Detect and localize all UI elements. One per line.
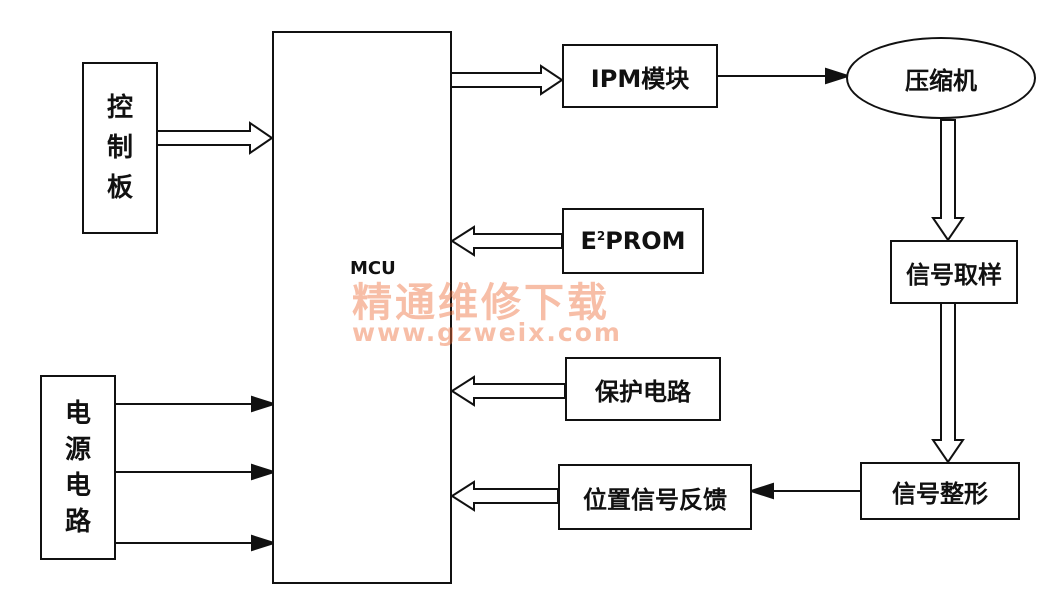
signal-sampling-block: 信号取样 — [890, 240, 1018, 304]
eeprom-label: E2PROM — [580, 227, 685, 255]
arrow-eeprom-to-mcu — [450, 225, 563, 257]
power-circuit-char-3: 电 — [64, 470, 91, 501]
power-circuit-char-4: 路 — [64, 506, 91, 537]
arrow-compressor-to-sampling — [931, 119, 965, 242]
signal-shaping-block: 信号整形 — [860, 462, 1020, 520]
signal-shaping-label: 信号整形 — [892, 479, 988, 508]
watermark-url: www.gzweix.com — [352, 318, 622, 347]
arrow-controlboard-to-mcu — [156, 121, 274, 155]
power-circuit-char-1: 电 — [64, 398, 91, 429]
arrowhead-shaping-to-feedback — [747, 482, 774, 500]
position-feedback-label: 位置信号反馈 — [583, 485, 727, 514]
arrowhead-power-to-mcu-3 — [251, 534, 278, 552]
control-board-char-2: 制 — [106, 133, 133, 163]
arrow-mcu-to-ipm — [449, 64, 564, 96]
arrow-sampling-to-shaping — [931, 302, 965, 464]
power-circuit-block: 电 源 电 路 — [40, 375, 116, 560]
mcu-block — [272, 31, 452, 584]
protection-circuit-block: 保护电路 — [565, 357, 721, 421]
ipm-module-label: IPM模块 — [590, 64, 690, 93]
control-board-block: 控 制 板 — [82, 62, 158, 234]
arrowhead-ipm-to-compressor — [825, 67, 852, 85]
arrowhead-power-to-mcu-1 — [251, 395, 278, 413]
mcu-label: MCU — [350, 258, 396, 279]
arrowhead-power-to-mcu-2 — [251, 463, 278, 481]
compressor-block: 压缩机 — [846, 37, 1036, 119]
eeprom-label-rest: PROM — [605, 227, 686, 255]
arrow-feedback-to-mcu — [450, 480, 559, 512]
protection-circuit-label: 保护电路 — [595, 377, 691, 406]
arrow-protection-to-mcu — [450, 375, 566, 407]
eeprom-label-e: E — [580, 227, 597, 255]
power-circuit-char-2: 源 — [64, 434, 91, 465]
control-board-char-3: 板 — [106, 173, 133, 203]
watermark-text: 精通维修下载 — [352, 279, 610, 326]
signal-sampling-label: 信号取样 — [906, 260, 1002, 289]
eeprom-block: E2PROM — [562, 208, 704, 274]
control-board-char-1: 控 — [106, 93, 133, 123]
ipm-module-block: IPM模块 — [562, 44, 718, 108]
position-feedback-block: 位置信号反馈 — [558, 464, 752, 530]
eeprom-label-sup: 2 — [596, 229, 606, 243]
compressor-label: 压缩机 — [905, 66, 977, 95]
